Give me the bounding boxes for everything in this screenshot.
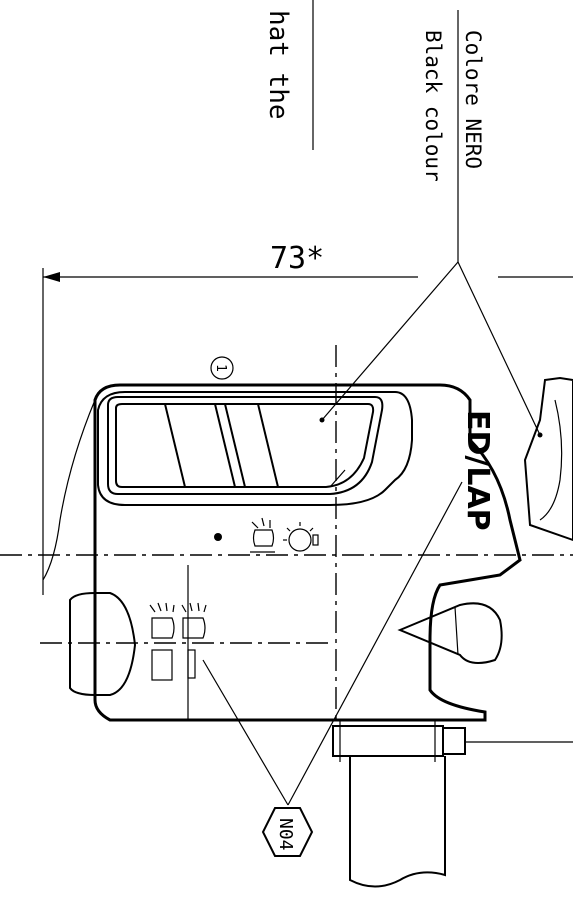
- handlebar-tube: [349, 756, 446, 888]
- dimension-arrow: [43, 272, 60, 282]
- lens-ridge-4: [257, 403, 279, 488]
- position-light-icon: [283, 522, 319, 552]
- lens-window-outer: [107, 396, 384, 495]
- color-note-italian: Colore NERO: [461, 30, 485, 169]
- right-lever-divider: [454, 606, 459, 656]
- color-leader-1: [321, 261, 459, 421]
- lens-corner-detail: [329, 469, 346, 488]
- right-lever: [397, 602, 503, 665]
- callout-label: N04: [275, 818, 296, 851]
- color-leader-dot-2: [537, 432, 543, 438]
- brand-label: ED/LAP: [460, 410, 495, 531]
- callout-hexagon: [261, 807, 314, 857]
- low-beam-icon: [250, 517, 275, 553]
- lens-ridge-2: [214, 403, 236, 488]
- housing-left-curve: [42, 399, 96, 595]
- callout-leader-1: [287, 481, 463, 806]
- lens-window-inner: [115, 403, 375, 488]
- clamp-screw: [442, 727, 466, 755]
- high-beam-icon-2: [181, 602, 207, 679]
- right-bracket-curve: [539, 399, 563, 521]
- color-leader-2: [457, 261, 541, 436]
- circled-mark-ring: [210, 356, 234, 380]
- color-note-english: Black colour: [421, 30, 445, 182]
- dimension-label: 73*: [270, 241, 324, 276]
- circled-mark-text: 1: [213, 364, 228, 372]
- clamp-body: [332, 725, 444, 757]
- lens-ridge-1: [164, 403, 186, 488]
- color-leader-dot-1: [319, 417, 325, 423]
- left-knob: [69, 592, 137, 696]
- right-bracket: [523, 376, 573, 542]
- callout-leader-2: [202, 659, 289, 806]
- lens-ridge-3: [224, 403, 246, 488]
- indicator-dot: [214, 533, 222, 541]
- note-fragment-text: hat the: [263, 10, 293, 120]
- high-beam-icon-1: [149, 602, 175, 681]
- housing-inner-outline: [97, 391, 413, 506]
- housing-outline: [93, 383, 522, 722]
